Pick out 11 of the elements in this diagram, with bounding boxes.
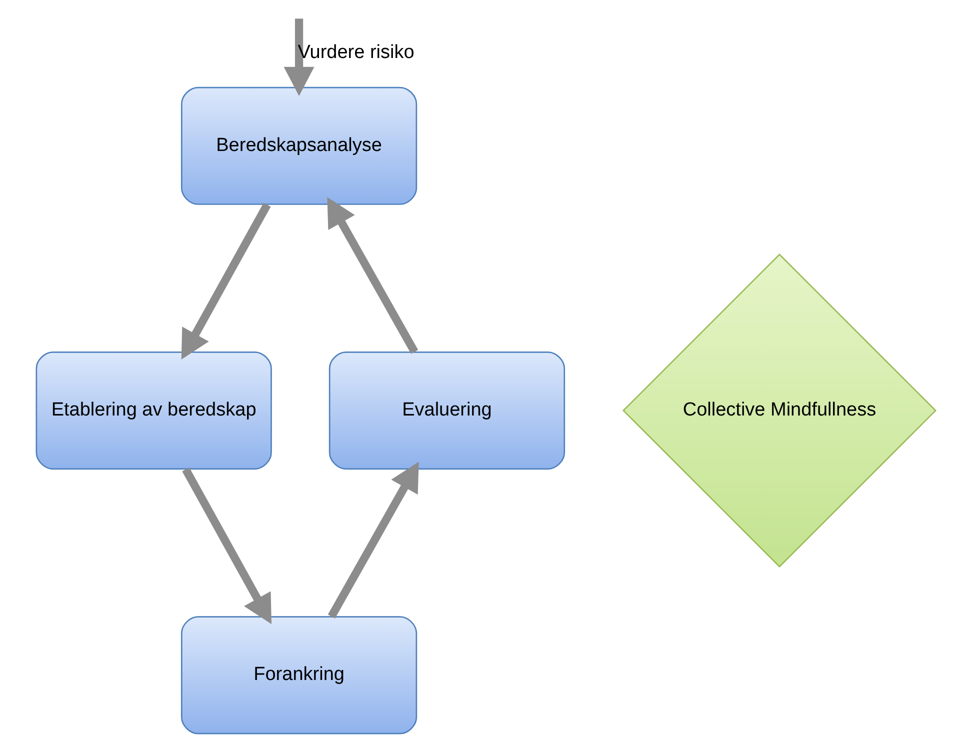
arrow <box>284 18 314 96</box>
node-box: Evaluering <box>328 352 566 470</box>
node-box: Etablering av beredskap <box>36 352 272 470</box>
node-diamond: Collective Mindfullness <box>622 254 937 568</box>
edge-label: Vurdere risiko <box>298 42 414 63</box>
arrow <box>327 197 418 354</box>
arrow <box>181 202 271 360</box>
arrow <box>328 462 419 618</box>
node-box: Forankring <box>180 616 418 734</box>
arrow <box>182 467 272 624</box>
node-box: Beredskapsanalyse <box>180 86 418 205</box>
